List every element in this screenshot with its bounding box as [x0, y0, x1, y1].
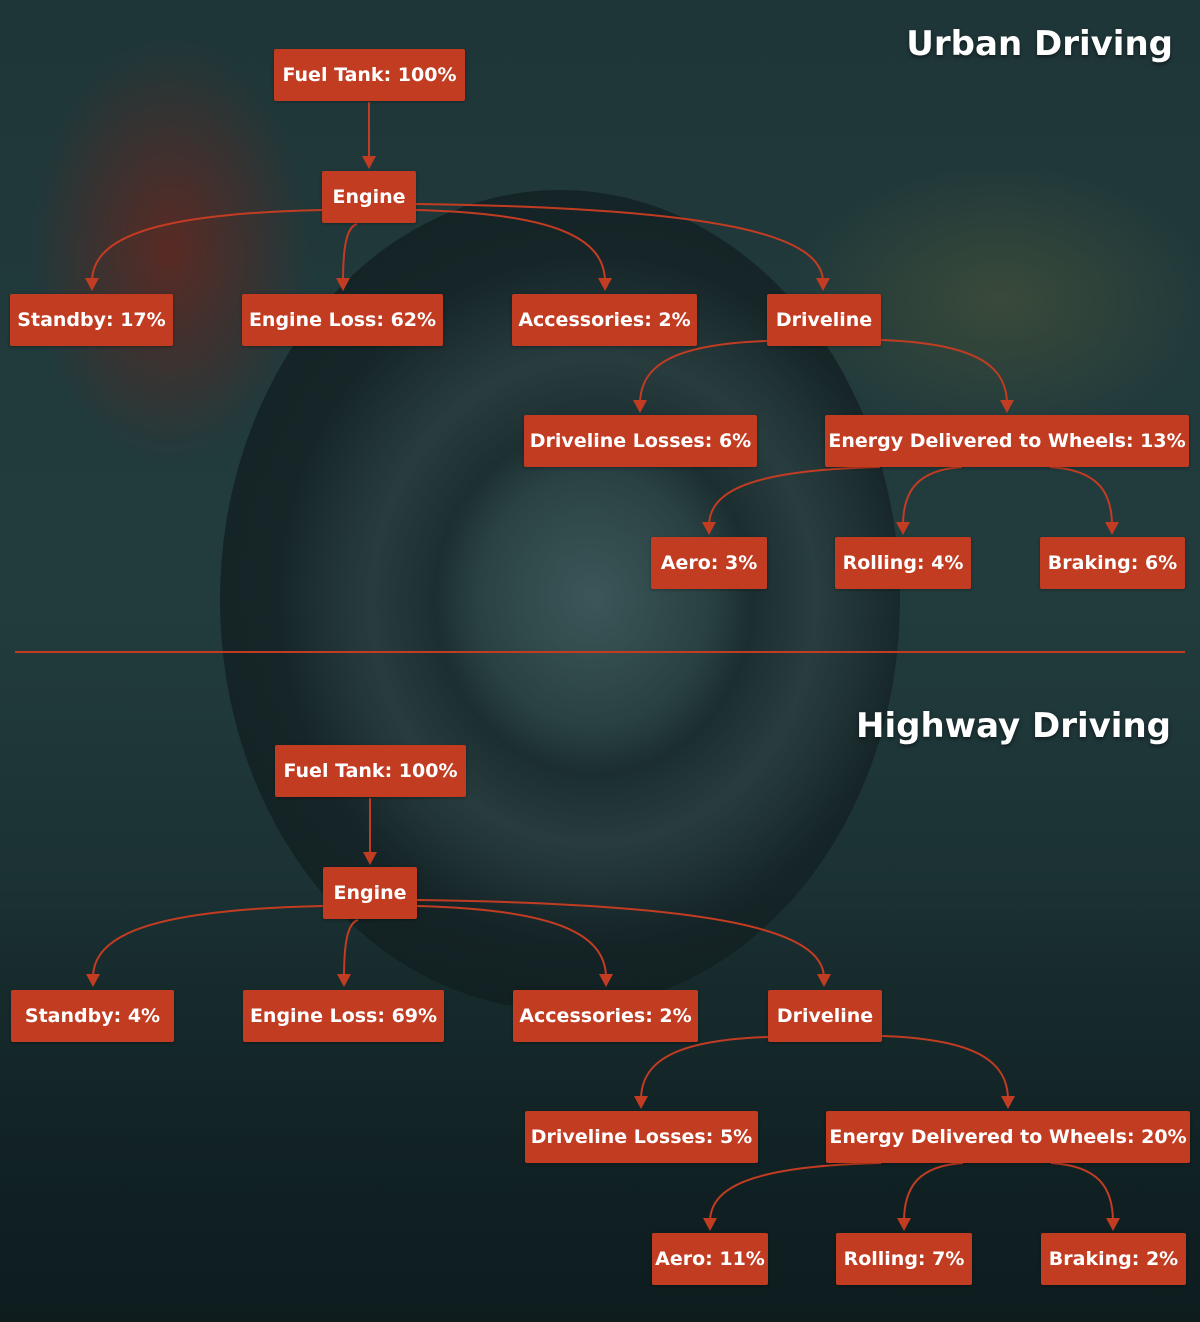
arrow-driveline-to-wheels: [881, 1035, 1009, 1101]
arrow-engine-to-standby: [92, 905, 324, 979]
section-title: Highway Driving: [856, 706, 1171, 746]
arrow-engine-to-driveline: [416, 899, 825, 979]
node-fuel: Fuel Tank: 100%: [274, 49, 465, 101]
arrow-engine-to-engine_loss: [343, 919, 359, 979]
arrow-driveline-to-driveline_losses: [639, 340, 768, 405]
arrowhead-icon: [85, 278, 99, 291]
arrowhead-icon: [817, 974, 831, 987]
node-braking: Braking: 6%: [1040, 537, 1185, 589]
node-driveline: Driveline: [768, 990, 882, 1042]
arrowhead-icon: [896, 522, 910, 535]
node-standby: Standby: 4%: [11, 990, 174, 1042]
arrow-engine-to-engine_loss: [342, 223, 358, 283]
arrow-wheels-to-rolling: [902, 466, 963, 527]
arrow-engine-to-driveline: [415, 203, 824, 283]
arrow-driveline-to-wheels: [880, 339, 1008, 405]
node-engine-loss: Engine Loss: 62%: [242, 294, 443, 346]
arrowhead-icon: [86, 974, 100, 987]
section-title: Urban Driving: [906, 24, 1173, 64]
node-wheels: Energy Delivered to Wheels: 20%: [826, 1111, 1190, 1163]
arrowhead-icon: [634, 1096, 648, 1109]
node-engine: Engine: [322, 171, 416, 223]
arrow-wheels-to-braking: [1050, 1162, 1114, 1223]
arrowhead-icon: [599, 974, 613, 987]
arrow-engine-to-accessories: [416, 905, 607, 979]
arrow-engine-to-standby: [91, 209, 323, 283]
node-rolling: Rolling: 7%: [836, 1233, 972, 1285]
node-driveline-losses: Driveline Losses: 5%: [525, 1111, 758, 1163]
arrowhead-icon: [816, 278, 830, 291]
arrowhead-icon: [702, 522, 716, 535]
arrowhead-icon: [1000, 400, 1014, 413]
arrow-wheels-to-aero: [709, 1162, 882, 1223]
arrowhead-icon: [362, 156, 376, 169]
node-rolling: Rolling: 4%: [835, 537, 971, 589]
arrow-driveline-to-driveline_losses: [640, 1036, 769, 1101]
arrowhead-icon: [633, 400, 647, 413]
arrow-engine-to-accessories: [415, 209, 606, 283]
arrowhead-icon: [363, 852, 377, 865]
node-braking: Braking: 2%: [1041, 1233, 1186, 1285]
node-aero: Aero: 3%: [651, 537, 767, 589]
arrow-wheels-to-rolling: [903, 1162, 964, 1223]
arrowhead-icon: [1105, 522, 1119, 535]
node-engine: Engine: [323, 867, 417, 919]
node-driveline-losses: Driveline Losses: 6%: [524, 415, 757, 467]
section-divider: [15, 651, 1185, 653]
node-engine-loss: Engine Loss: 69%: [243, 990, 444, 1042]
arrowhead-icon: [1001, 1096, 1015, 1109]
node-standby: Standby: 17%: [10, 294, 173, 346]
arrowhead-icon: [598, 278, 612, 291]
arrowhead-icon: [336, 278, 350, 291]
arrowhead-icon: [337, 974, 351, 987]
arrow-wheels-to-aero: [708, 466, 881, 527]
arrowhead-icon: [897, 1218, 911, 1231]
node-wheels: Energy Delivered to Wheels: 13%: [825, 415, 1189, 467]
arrowhead-icon: [1106, 1218, 1120, 1231]
node-accessories: Accessories: 2%: [513, 990, 698, 1042]
node-fuel: Fuel Tank: 100%: [275, 745, 466, 797]
node-aero: Aero: 11%: [652, 1233, 768, 1285]
arrow-wheels-to-braking: [1049, 466, 1113, 527]
node-accessories: Accessories: 2%: [512, 294, 697, 346]
arrowhead-icon: [703, 1218, 717, 1231]
node-driveline: Driveline: [767, 294, 881, 346]
